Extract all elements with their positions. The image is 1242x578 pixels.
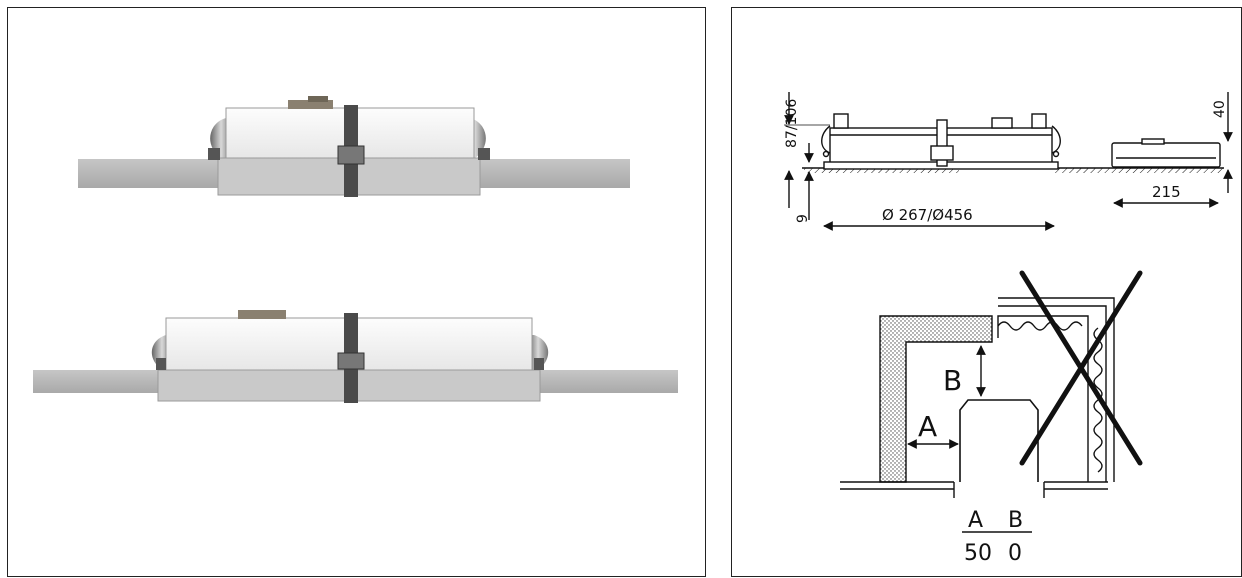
clearance-a-label: A [918, 410, 937, 443]
driver-height-dimension-label: 40 [1212, 100, 1228, 118]
small-luminaire-photo [78, 96, 630, 197]
luminaire-photos [33, 96, 678, 403]
ceiling-lines [840, 481, 1108, 498]
technical-drawing: 87/106 9 Ø 267/Ø456 40 215 [784, 92, 1233, 566]
not-allowed-cross [1019, 270, 1143, 466]
flange-dimension-label: 9 [795, 214, 811, 223]
table-value-b: 0 [1008, 541, 1022, 566]
photo-panel [7, 7, 706, 577]
table-header-a: A [968, 508, 983, 533]
large-luminaire-photo [33, 310, 678, 403]
dimension-drawing [784, 92, 1233, 231]
luminaire-outline [821, 113, 1061, 170]
ceiling-hatch-right [1052, 168, 1224, 173]
clearance-b-label: B [943, 364, 962, 397]
luminaire-block [959, 399, 1039, 482]
installation-diagram [840, 270, 1143, 533]
diameter-dimension-label: Ø 267/Ø456 [882, 206, 973, 224]
table-value-a: 50 [964, 541, 992, 566]
ceiling-hatch-left [804, 168, 959, 173]
driver-outline [1111, 138, 1221, 168]
drawing-panel: 87/106 9 Ø 267/Ø456 40 215 [731, 7, 1242, 577]
table-header-b: B [1008, 508, 1023, 533]
driver-length-dimension-label: 215 [1152, 183, 1181, 201]
height-dimension-label: 87/106 [784, 99, 800, 148]
